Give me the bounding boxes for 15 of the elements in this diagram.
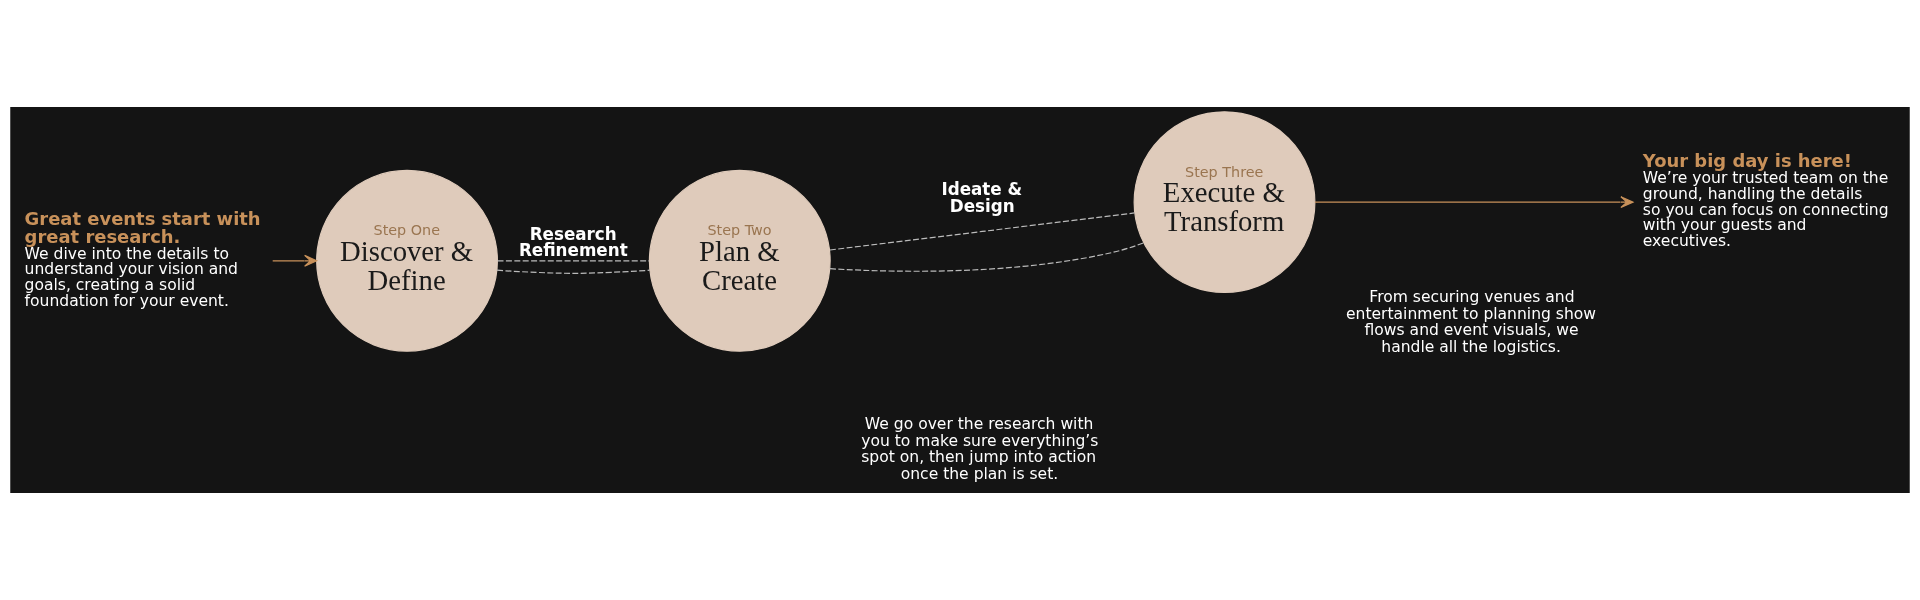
connector	[829, 212, 1135, 251]
label: We go over the research with you to make sure everything’s spot on, then jump into action once the plan is set.	[861, 414, 1099, 484]
arrow	[1314, 196, 1634, 209]
node-circle: Step Two Plan & Create	[648, 169, 831, 352]
label: From securing venues and entertainment to planning show flows and event visuals, we handle all the logistics.	[1346, 287, 1597, 357]
connector	[829, 242, 1145, 272]
node-circle: Step Three Execute & Transform	[1133, 111, 1316, 294]
connector	[496, 269, 651, 274]
node-text: Great events start with great research. We dive into the details to understand your vision and goals, creating a solid foundation for your event.	[24, 207, 261, 310]
edge-label: Research Refinement	[518, 223, 628, 261]
node-text: Your big day is here! We’re your trusted team on the ground, handling the details so you can focus on connecting with your guests and executives.	[1642, 150, 1889, 250]
edge-label: Ideate & Design	[941, 179, 1023, 216]
arrow	[272, 254, 318, 267]
connector	[497, 260, 650, 262]
node-circle: Step One Discover & Define	[316, 169, 498, 352]
